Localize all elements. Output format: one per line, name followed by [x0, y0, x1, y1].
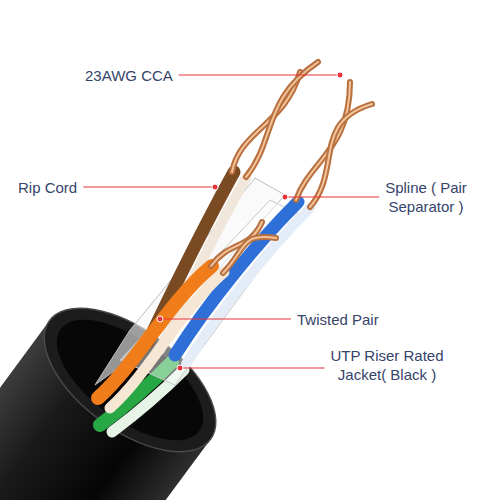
copper-highlight — [246, 62, 318, 177]
leader-dot — [212, 184, 218, 190]
white-orange-wire — [110, 272, 224, 408]
leader-line — [160, 318, 291, 319]
leader-dot — [282, 194, 288, 200]
leader-line — [179, 74, 340, 75]
part-label: Rip Cord — [18, 178, 77, 197]
part-label: UTP Riser Rated Jacket( Black ) — [322, 346, 452, 384]
leader-dot — [157, 316, 163, 322]
leader-line — [180, 367, 324, 368]
copper-highlight — [223, 237, 276, 273]
leader-line — [285, 196, 379, 197]
copper-highlight — [310, 104, 372, 207]
copper-conductors — [211, 62, 372, 273]
part-label: Spline ( Pair Separator ) — [362, 178, 490, 216]
copper-wire — [246, 62, 318, 177]
part-label: 23AWG CCA — [85, 66, 173, 85]
part-label: Twisted Pair — [297, 310, 379, 329]
leader-dot — [177, 365, 183, 371]
leader-dot — [337, 72, 343, 78]
copper-wire — [223, 237, 276, 273]
copper-wire — [310, 104, 372, 207]
leader-line — [83, 186, 215, 187]
orange-wire — [98, 266, 212, 398]
